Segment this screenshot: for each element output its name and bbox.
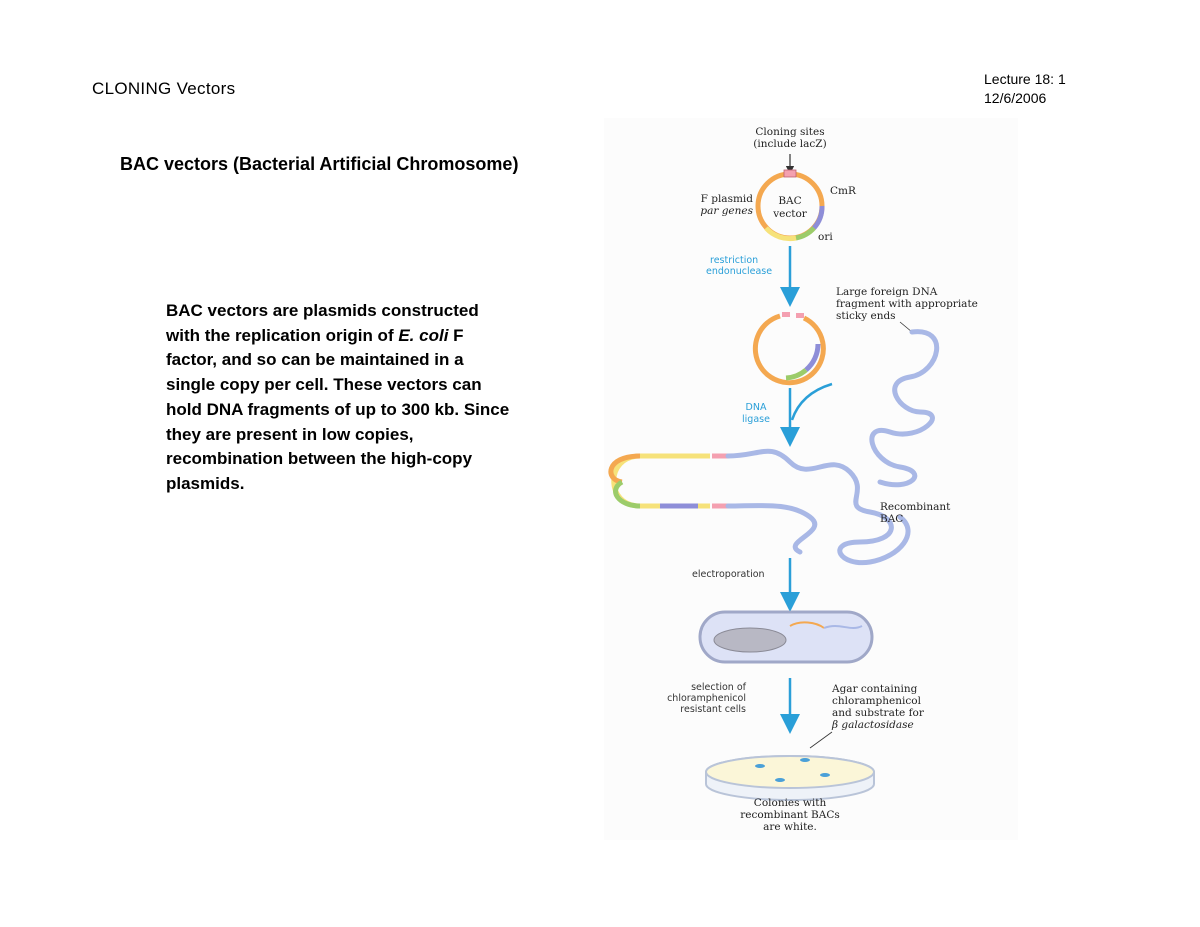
label-selection: selection of [691, 682, 747, 693]
label-f-plasmid: F plasmid [701, 193, 754, 205]
label-endonuclease: endonuclease [706, 266, 772, 277]
body-text-2: F factor, and so can be maintained in a … [166, 325, 510, 493]
cloning-site-marker [783, 169, 797, 178]
label-restriction: restriction [710, 255, 758, 266]
label-cloning-sites: Cloning sites [755, 126, 824, 138]
bac-vector-plasmid [755, 169, 825, 242]
foreign-dna-fragment [869, 329, 940, 488]
label-vector: vector [772, 208, 808, 220]
ligase-merge-curve [790, 382, 833, 421]
label-ligase: ligase [742, 414, 770, 425]
bac-cloning-diagram: Cloning sites (include lacZ) BAC vector … [604, 118, 1018, 840]
body-text-italic: E. coli [398, 325, 449, 345]
recombinant-bac [608, 448, 911, 566]
petri-dish [705, 755, 875, 801]
blue-colony [755, 764, 765, 768]
figure-background [604, 118, 1018, 840]
blue-colony [775, 778, 785, 782]
label-beta-galactosidase: β galactosidase [831, 719, 914, 731]
slide-title: BAC vectors (Bacterial Artificial Chromo… [120, 154, 519, 174]
body-text-1: BAC vectors are plasmids constructed wit… [166, 301, 479, 345]
label-dna: DNA [746, 402, 767, 413]
label-recombinant-bacs: recombinant BACs [740, 809, 840, 821]
cut-plasmid [752, 312, 826, 386]
label-cmr: CmR [830, 185, 857, 197]
lecture-info: Lecture 18: 1 12/6/2006 [984, 70, 1066, 108]
label-agar: Agar containing [831, 683, 918, 695]
label-sticky-ends: sticky ends [836, 310, 896, 322]
lecture-date: 12/6/2006 [984, 90, 1047, 106]
header-title: CLONING Vectors [92, 79, 236, 98]
blue-colony [800, 758, 810, 762]
label-resistant-cells: resistant cells [680, 704, 746, 715]
lecture-number: Lecture 18: 1 [984, 71, 1066, 87]
label-colonies: Colonies with [754, 797, 827, 809]
label-include-lacz: (include lacZ) [753, 138, 826, 150]
blue-colony [820, 773, 830, 777]
label-electroporation: electroporation [692, 569, 765, 580]
label-bac: BAC [778, 195, 801, 207]
label-par-genes: par genes [700, 205, 753, 217]
label-foreign-fragment: fragment with appropriate [836, 298, 978, 310]
label-recombinant-bac: BAC [880, 513, 903, 525]
ecoli-cell [698, 610, 874, 664]
label-are-white: are white. [763, 821, 817, 833]
label-agar-substrate: and substrate for [832, 707, 925, 719]
label-agar-chloramphenicol: chloramphenicol [832, 695, 922, 707]
label-ori: ori [818, 231, 833, 243]
label-chloramphenicol: chloramphenicol [667, 693, 746, 704]
label-recombinant: Recombinant [880, 501, 951, 513]
body-paragraph: BAC vectors are plasmids constructed wit… [166, 299, 516, 497]
label-foreign-dna: Large foreign DNA [836, 286, 938, 298]
